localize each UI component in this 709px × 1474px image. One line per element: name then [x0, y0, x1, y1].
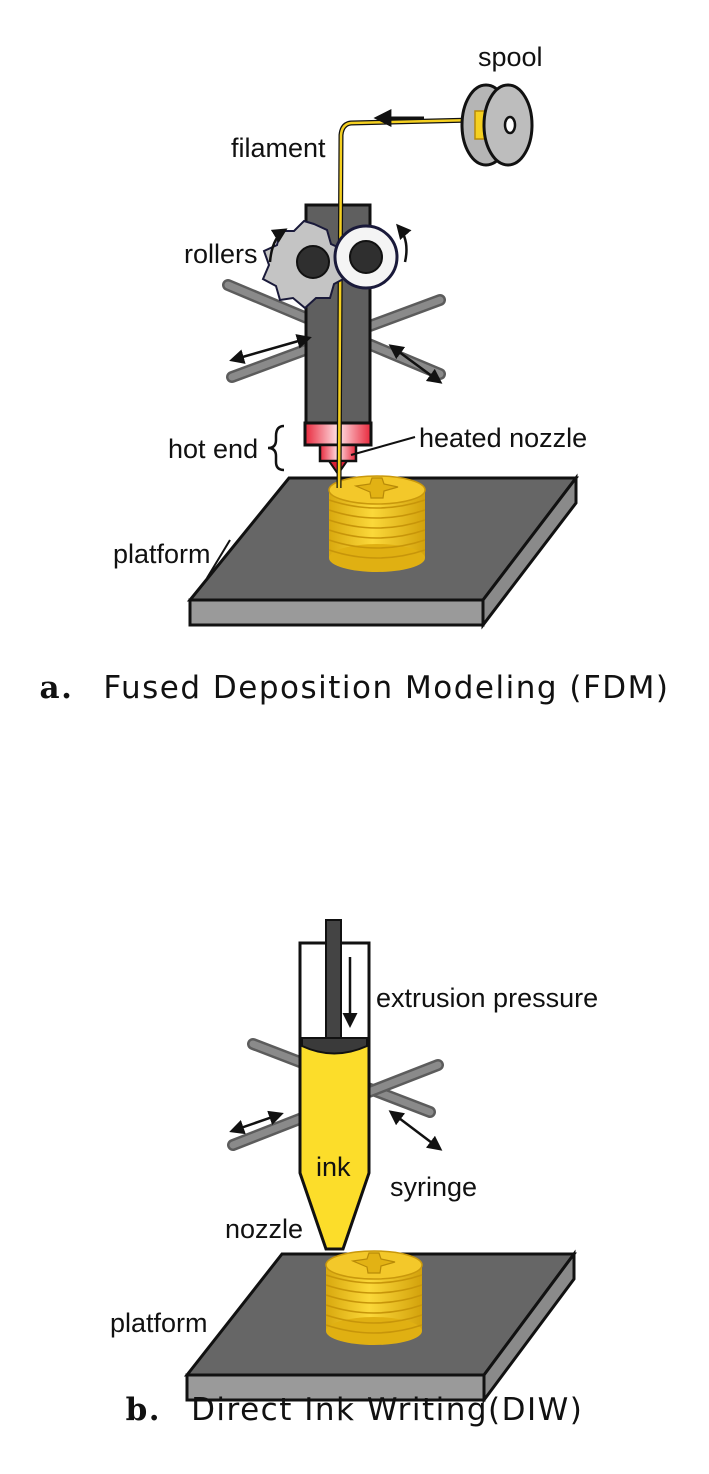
caption-a-text: Fused Deposition Modeling (FDM) — [103, 670, 670, 706]
label-hot-end: hot end — [168, 434, 258, 464]
label-platform: platform — [110, 1308, 208, 1338]
platform-side — [482, 1249, 576, 1405]
fdm-figure: spool filament rollers hot end heated no… — [0, 0, 709, 650]
platform-leader — [206, 539, 231, 579]
move-arrow-left — [229, 1110, 284, 1135]
label-syringe: syringe — [390, 1172, 477, 1202]
label-rollers: rollers — [184, 239, 258, 269]
plunger-head — [301, 1037, 368, 1055]
label-ink: ink — [316, 1152, 351, 1182]
caption-b-text: Direct Ink Writing(DIW) — [191, 1392, 584, 1428]
label-platform: platform — [113, 539, 211, 569]
platform-side — [481, 473, 578, 630]
caption-a: a. Fused Deposition Modeling (FDM) — [0, 670, 709, 706]
label-spool: spool — [478, 42, 543, 72]
caption-b-letter: b. — [125, 1392, 162, 1428]
label-filament: filament — [231, 133, 326, 163]
plunger-rod — [325, 919, 342, 1041]
label-heated-nozzle: heated nozzle — [419, 423, 587, 453]
spool — [460, 83, 534, 167]
printed-part — [325, 1250, 423, 1345]
rotation-arrow-right — [396, 223, 412, 263]
diw-figure: extrusion pressure ink syringe nozzle pl… — [0, 735, 709, 1440]
printed-part — [328, 475, 426, 572]
label-nozzle: nozzle — [225, 1214, 303, 1244]
heated-nozzle-leader — [350, 436, 416, 456]
caption-b: b. Direct Ink Writing(DIW) — [0, 1392, 709, 1428]
move-arrow-right — [388, 1110, 443, 1151]
fdm-diagram: spool filament rollers hot end heated no… — [113, 42, 587, 630]
idler-roller — [333, 224, 399, 290]
label-extrusion-pressure: extrusion pressure — [376, 983, 598, 1013]
diw-diagram: extrusion pressure ink syringe nozzle pl… — [110, 919, 598, 1405]
move-arrow-right — [388, 344, 443, 384]
rotation-arrow-left — [268, 228, 288, 263]
caption-a-letter: a. — [39, 670, 74, 706]
hot-end-brace — [267, 424, 285, 472]
move-arrow-left — [229, 334, 312, 364]
platform-front — [188, 598, 485, 627]
